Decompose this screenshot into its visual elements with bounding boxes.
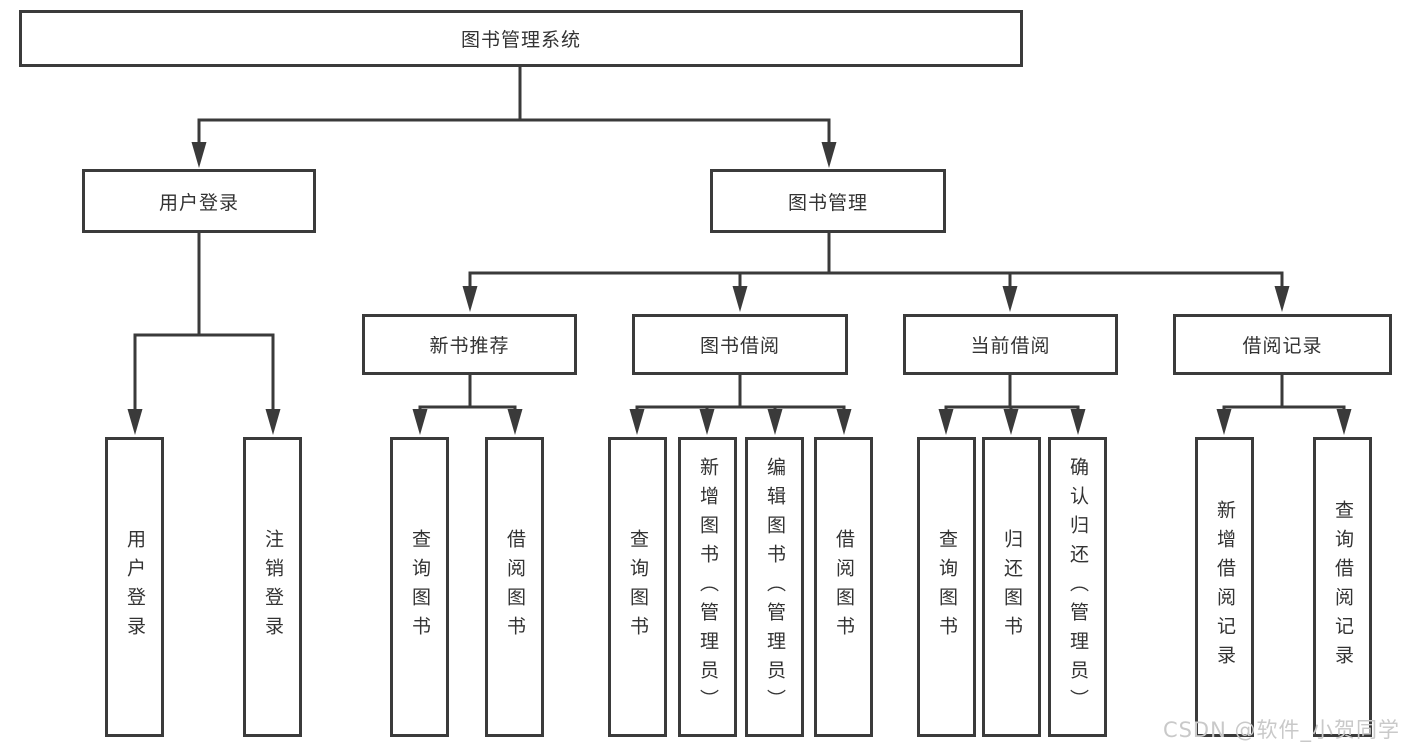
leaf-logout: 注销登录: [243, 437, 302, 737]
node-book-borrow-label: 图书借阅: [699, 335, 780, 357]
node-root-label: 图书管理系统: [460, 29, 581, 51]
leaf-query-books-current: 查询图书: [917, 437, 976, 737]
leaf-query-borrow-record: 查询借阅记录: [1313, 437, 1372, 737]
leaf-add-books-admin-label: 新增图书（管理员）: [697, 456, 719, 718]
node-book-management: 图书管理: [710, 169, 946, 233]
leaf-edit-books-admin-label: 编辑图书（管理员）: [764, 456, 786, 718]
node-user-login-label: 用户登录: [158, 191, 239, 214]
node-borrow-records: 借阅记录: [1173, 314, 1392, 375]
csdn-watermark: CSDN @软件_小贺同学: [1162, 718, 1400, 742]
leaf-query-books-current-label: 查询图书: [936, 529, 958, 645]
leaf-borrow-books: 借阅图书: [814, 437, 873, 737]
leaf-query-books-borrow: 查询图书: [608, 437, 667, 737]
leaf-return-books: 归还图书: [982, 437, 1041, 737]
node-user-login: 用户登录: [82, 169, 316, 233]
leaf-return-books-label: 归还图书: [1001, 529, 1023, 645]
leaf-query-books-borrow-label: 查询图书: [627, 529, 649, 645]
node-new-book-recommend: 新书推荐: [362, 314, 577, 375]
leaf-borrow-books-label: 借阅图书: [833, 529, 855, 645]
leaf-add-borrow-record-label: 新增借阅记录: [1214, 500, 1236, 674]
node-book-management-label: 图书管理: [787, 191, 868, 214]
node-current-borrow: 当前借阅: [903, 314, 1118, 375]
leaf-confirm-return-admin-label: 确认归还（管理员）: [1067, 456, 1089, 718]
leaf-borrow-books-recommend-label: 借阅图书: [504, 529, 526, 645]
leaf-borrow-books-recommend: 借阅图书: [485, 437, 544, 737]
leaf-query-books-recommend-label: 查询图书: [409, 529, 431, 645]
node-root: 图书管理系统: [19, 10, 1023, 67]
node-book-borrow: 图书借阅: [632, 314, 848, 375]
leaf-query-books-recommend: 查询图书: [390, 437, 449, 737]
leaf-add-borrow-record: 新增借阅记录: [1195, 437, 1254, 737]
leaf-add-books-admin: 新增图书（管理员）: [678, 437, 737, 737]
leaf-confirm-return-admin: 确认归还（管理员）: [1048, 437, 1107, 737]
leaf-query-borrow-record-label: 查询借阅记录: [1332, 500, 1354, 674]
leaf-logout-label: 注销登录: [262, 529, 284, 645]
node-current-borrow-label: 当前借阅: [970, 335, 1051, 357]
leaf-user-login-label: 用户登录: [124, 529, 146, 645]
leaf-user-login: 用户登录: [105, 437, 164, 737]
node-borrow-records-label: 借阅记录: [1242, 335, 1323, 357]
leaf-edit-books-admin: 编辑图书（管理员）: [745, 437, 804, 737]
node-new-book-recommend-label: 新书推荐: [429, 335, 510, 357]
